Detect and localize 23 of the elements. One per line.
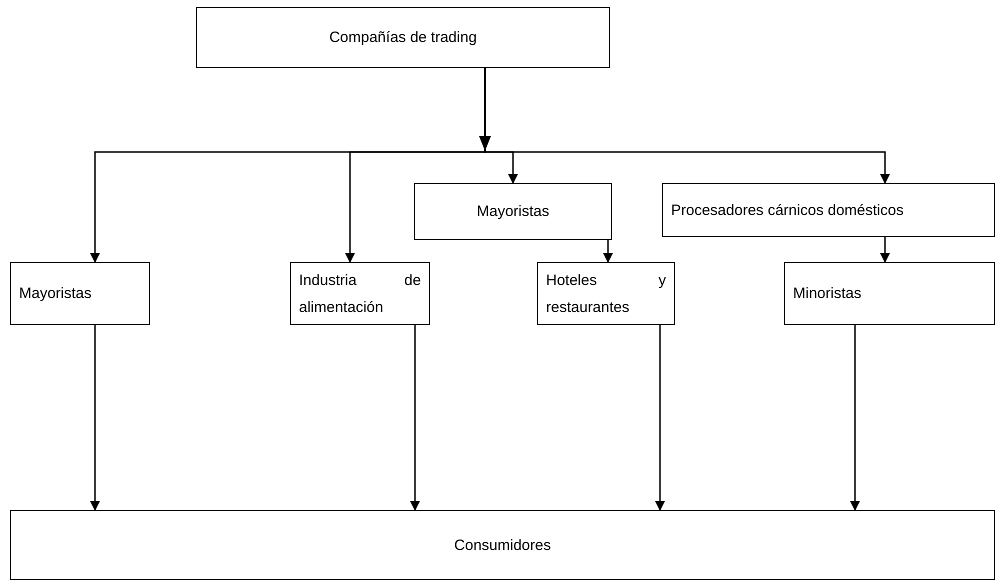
box-label: Minoristas xyxy=(793,284,862,304)
box-label: Compañías de trading xyxy=(329,28,477,48)
arrow xyxy=(410,325,420,511)
process-box xyxy=(10,510,995,580)
arrow xyxy=(880,237,890,263)
process-box xyxy=(662,183,995,237)
process-box xyxy=(290,262,430,325)
arrow xyxy=(850,325,860,511)
arrow xyxy=(655,325,665,511)
arrow xyxy=(603,240,613,263)
arrow xyxy=(90,325,100,511)
box-label: Mayoristas xyxy=(19,284,93,304)
box-label: Hoteles y restaurantes xyxy=(546,270,666,318)
box-label: Consumidores xyxy=(454,536,551,556)
arrow xyxy=(484,68,890,184)
process-box xyxy=(414,183,612,240)
box-label: Industria de alimentación xyxy=(299,270,421,318)
process-box xyxy=(10,262,150,325)
process-box xyxy=(784,262,995,325)
process-box xyxy=(196,7,610,68)
box-label: Procesadores cárnicos domésticos xyxy=(671,200,905,220)
box-label: Mayoristas xyxy=(476,202,550,222)
process-box xyxy=(537,262,675,325)
